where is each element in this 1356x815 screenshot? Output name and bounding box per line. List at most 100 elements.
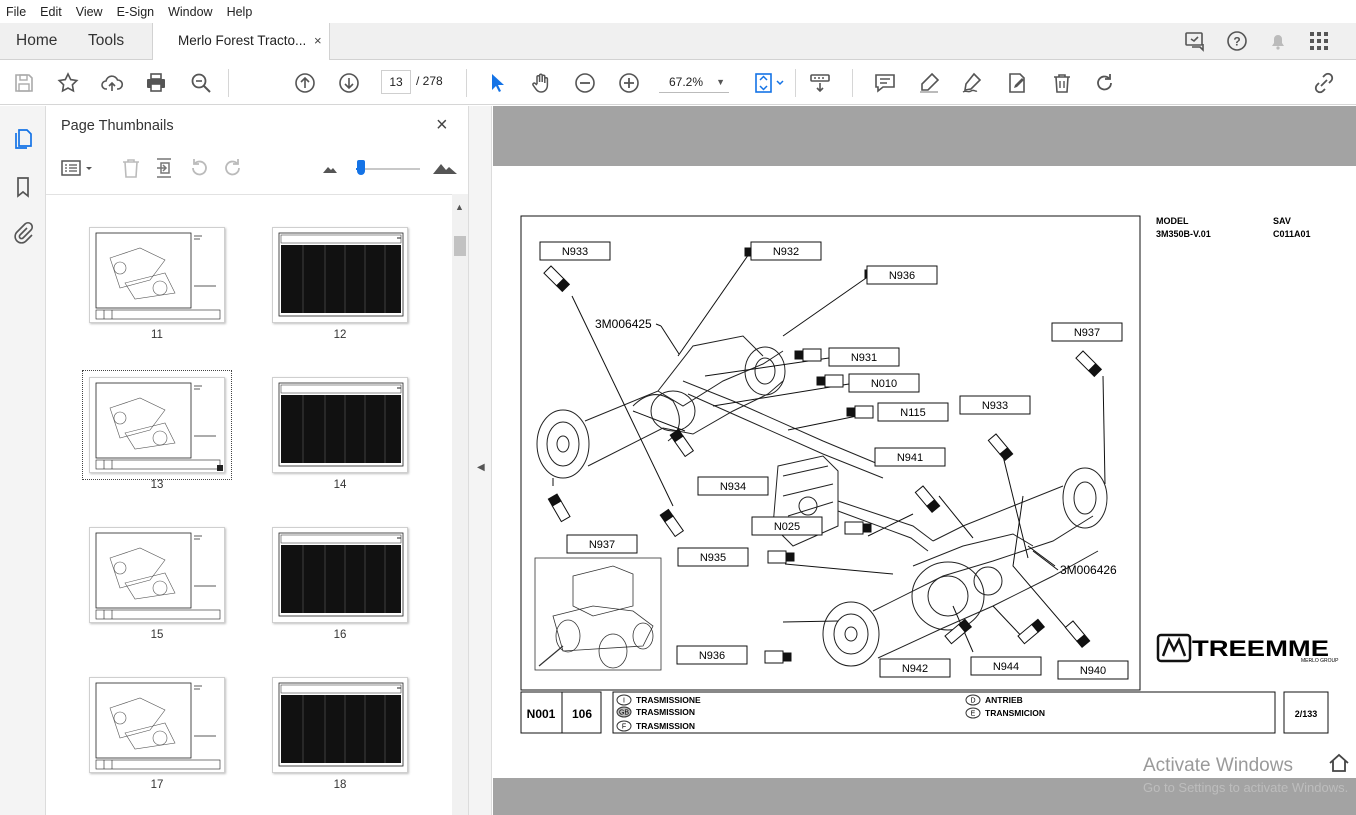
thumbnail-page-number: 14	[333, 479, 347, 491]
description-es: TRANSMICION	[985, 708, 1045, 718]
attachments-paperclip-icon[interactable]	[11, 220, 35, 244]
close-tab-icon[interactable]: ×	[314, 33, 322, 48]
brand-name: TREEMME	[1192, 636, 1329, 661]
scroll-mode-icon[interactable]	[808, 71, 832, 95]
thumbnail-preview	[95, 682, 221, 770]
scrollbar-thumb[interactable]	[454, 236, 466, 256]
page-thumbnail[interactable]	[89, 677, 225, 773]
zoom-out-icon[interactable]	[573, 71, 597, 95]
thumbnail-page-number: 16	[333, 629, 347, 641]
part-callout-label: N931	[851, 352, 877, 364]
page-thumbnail[interactable]	[82, 370, 232, 480]
comment-icon[interactable]	[873, 71, 897, 95]
menu-help[interactable]: Help	[226, 4, 253, 19]
hand-icon[interactable]	[529, 71, 553, 95]
share-link-icon[interactable]	[1312, 71, 1336, 95]
print-icon[interactable]	[144, 71, 168, 95]
page-thumbnail[interactable]	[272, 377, 408, 473]
part-callout-label: N933	[562, 246, 588, 258]
sign-icon[interactable]	[960, 71, 984, 95]
document-viewer[interactable]: MODEL 3M350B-V.01 SAV C011A01 TREEMME ME…	[493, 106, 1356, 815]
rotate-left-icon[interactable]	[187, 156, 211, 180]
thumbnail-size-slider-handle[interactable]	[357, 160, 365, 175]
help-icon[interactable]: ?	[1225, 29, 1249, 53]
save-icon[interactable]	[12, 71, 36, 95]
tab-home[interactable]: Home	[16, 32, 58, 49]
thumbnail-preview	[95, 382, 221, 470]
zoom-in-icon[interactable]	[617, 71, 641, 95]
small-thumbnail-mountain-icon	[322, 156, 338, 180]
page-thumbnail[interactable]	[272, 677, 408, 773]
thumbnail-page-number: 15	[150, 629, 164, 641]
thumbnail-size-slider[interactable]	[356, 168, 420, 170]
bookmark-star-icon[interactable]	[56, 71, 80, 95]
menu-view[interactable]: View	[75, 4, 103, 19]
part-callout-label: N940	[1080, 665, 1106, 677]
highlight-pen-icon[interactable]	[917, 71, 941, 95]
treemme-logo: TREEMME MERLO GROUP	[1156, 633, 1339, 664]
select-arrow-icon[interactable]	[486, 71, 510, 95]
page-thumbnail[interactable]	[89, 527, 225, 623]
part-callout-box	[877, 402, 949, 422]
extract-page-icon[interactable]	[153, 156, 177, 180]
front-axle-drawing	[536, 335, 884, 479]
tab-document[interactable]: Merlo Forest Tracto... ×	[152, 23, 330, 60]
part-callout-box	[751, 516, 823, 536]
zoom-level-select[interactable]: 67.2%▼	[659, 71, 729, 93]
thumbnail-page-number: 13	[150, 479, 164, 491]
menu-bar: File Edit View E-Sign Window Help	[0, 0, 1356, 23]
part-callout-box	[828, 347, 900, 367]
description-gb: TRASMISSION	[636, 707, 695, 717]
thumbnails-scrollbar[interactable]: ▲	[452, 194, 468, 815]
bookmarks-icon[interactable]	[11, 175, 35, 199]
page-thumbnail[interactable]	[272, 227, 408, 323]
home-shortcut-icon[interactable]	[1327, 751, 1351, 775]
collapse-panel-arrow-icon[interactable]: ◀	[477, 462, 485, 473]
part-callout-label: N942	[902, 663, 928, 675]
thumbnail-options-menu-icon[interactable]	[60, 156, 96, 180]
rotate-icon[interactable]	[1093, 71, 1117, 95]
share-screen-icon[interactable]	[1183, 29, 1207, 53]
part-callout-box	[750, 241, 822, 261]
page-down-icon[interactable]	[337, 71, 361, 95]
close-panel-icon[interactable]: ×	[436, 114, 448, 136]
model-label: MODEL	[1156, 216, 1189, 226]
page-total-count: / 278	[416, 74, 443, 88]
lang-marker-i: I	[623, 698, 625, 705]
part-callout-box	[1051, 322, 1123, 342]
menu-window[interactable]: Window	[168, 4, 213, 19]
delete-icon[interactable]	[1050, 71, 1074, 95]
delete-page-icon[interactable]	[119, 156, 143, 180]
part-callout-label: N010	[871, 378, 897, 390]
rotate-right-icon[interactable]	[221, 156, 245, 180]
page-thumbnail[interactable]	[272, 527, 408, 623]
apps-grid-icon[interactable]	[1307, 29, 1331, 53]
menu-file[interactable]: File	[6, 4, 27, 19]
part-callout-label: N935	[700, 552, 726, 564]
lang-marker-d: D	[970, 698, 975, 705]
footer-code: N001	[527, 707, 556, 721]
notification-bell-icon[interactable]	[1266, 29, 1290, 53]
menu-edit[interactable]: Edit	[40, 4, 62, 19]
technical-drawing: MODEL 3M350B-V.01 SAV C011A01 TREEMME ME…	[520, 215, 1339, 734]
part-callout-box	[677, 547, 749, 567]
page-thumbnail[interactable]	[89, 227, 225, 323]
search-zoom-icon[interactable]	[189, 71, 213, 95]
part-callout-box	[879, 658, 951, 678]
edit-pdf-icon[interactable]	[1005, 71, 1029, 95]
thumbnail-preview	[95, 532, 221, 620]
part-callout-label: N941	[897, 452, 923, 464]
brand-subtitle: MERLO GROUP	[1301, 658, 1339, 664]
page-up-icon[interactable]	[293, 71, 317, 95]
page-number-input[interactable]: 13	[381, 70, 411, 94]
menu-esign[interactable]: E-Sign	[116, 4, 155, 19]
fit-page-icon[interactable]	[752, 71, 788, 95]
panel-splitter[interactable]: ◀	[468, 106, 492, 815]
scroll-up-icon[interactable]: ▲	[455, 202, 464, 212]
page-thumbnails-icon[interactable]	[11, 127, 35, 151]
part-callout-box	[1057, 660, 1129, 680]
upload-cloud-icon[interactable]	[100, 71, 124, 95]
language-markers: I GB F D E	[616, 694, 981, 732]
tab-tools[interactable]: Tools	[88, 32, 125, 49]
part-callout-box	[959, 395, 1031, 415]
